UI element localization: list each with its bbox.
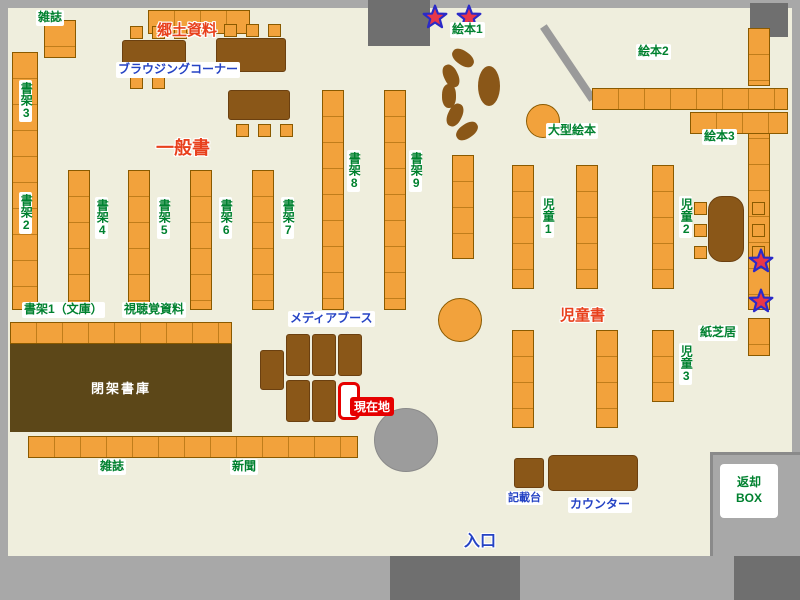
writing-desk bbox=[514, 458, 544, 488]
wall bbox=[368, 0, 430, 46]
media-booth bbox=[286, 380, 310, 422]
storyteller-seat bbox=[478, 66, 500, 106]
label-magazines-top: 雑誌 bbox=[36, 10, 65, 26]
wall bbox=[390, 556, 520, 600]
chair bbox=[752, 224, 765, 237]
chair bbox=[152, 26, 165, 39]
chair bbox=[258, 124, 271, 137]
bookshelf bbox=[512, 165, 534, 289]
reading-table bbox=[708, 196, 744, 262]
bookshelf bbox=[252, 170, 274, 310]
label-audio-visual: 視聴覚資料 bbox=[122, 302, 187, 318]
chair bbox=[224, 24, 237, 37]
chair bbox=[152, 76, 165, 89]
bookshelf bbox=[190, 170, 212, 310]
chair bbox=[694, 224, 707, 237]
current-location-marker: 現在地 bbox=[350, 397, 395, 416]
return-box: 返却 BOX bbox=[720, 464, 778, 518]
label-local-materials: 郷土資料 bbox=[157, 22, 218, 39]
chair bbox=[752, 202, 765, 215]
label-kamishibai: 紙芝居 bbox=[698, 325, 739, 341]
label-shelf-1-bunko: 書架1（文庫） bbox=[22, 302, 105, 318]
label-newspapers: 新聞 bbox=[230, 459, 259, 475]
browsing-table bbox=[228, 90, 290, 120]
closed-stacks-room: 閉架書庫 bbox=[10, 342, 232, 432]
media-booth bbox=[338, 334, 362, 376]
label-shelf-3: 書架3 bbox=[19, 80, 34, 122]
chair bbox=[130, 76, 143, 89]
chair bbox=[280, 124, 293, 137]
label-shelf-8: 書架8 bbox=[347, 150, 362, 192]
media-booth bbox=[312, 380, 336, 422]
media-booth bbox=[312, 334, 336, 376]
label-media-booth: メディアブース bbox=[288, 311, 375, 327]
bookshelf bbox=[748, 28, 770, 86]
bookshelf bbox=[10, 322, 232, 344]
chair bbox=[268, 24, 281, 37]
label-children-books: 児童書 bbox=[560, 307, 606, 324]
bookshelf bbox=[576, 165, 598, 289]
label-shelf-9: 書架9 bbox=[409, 150, 424, 192]
chair bbox=[174, 26, 187, 39]
label-magazines-bottom: 雑誌 bbox=[98, 459, 127, 475]
label-shelf-5: 書架5 bbox=[157, 197, 172, 239]
chair bbox=[130, 26, 143, 39]
label-entrance: 入口 bbox=[464, 533, 497, 550]
label-writing-desk: 記載台 bbox=[506, 491, 543, 506]
bookshelf bbox=[592, 88, 788, 110]
chair bbox=[694, 246, 707, 259]
star-icon bbox=[748, 288, 774, 313]
bookshelf bbox=[322, 90, 344, 310]
label-picture-book-2: 絵本2 bbox=[636, 44, 671, 60]
chair bbox=[246, 24, 259, 37]
closed-stacks-label: 閉架書庫 bbox=[90, 380, 151, 396]
round-table bbox=[438, 298, 482, 342]
label-browsing-corner: ブラウジングコーナー bbox=[116, 62, 241, 78]
label-shelf-2: 書架2 bbox=[19, 192, 34, 234]
bookshelf bbox=[128, 170, 150, 310]
bookshelf bbox=[652, 165, 674, 289]
label-shelf-7: 書架7 bbox=[281, 197, 296, 239]
pillar bbox=[374, 408, 438, 472]
chair bbox=[236, 124, 249, 137]
label-general-books: 一般書 bbox=[156, 138, 210, 158]
return-box-label-line2: BOX bbox=[735, 491, 762, 505]
label-children-3: 児童3 bbox=[679, 343, 694, 385]
counter-desk bbox=[548, 455, 638, 491]
return-box-label-line1: 返却 bbox=[736, 475, 761, 490]
bookshelf bbox=[748, 318, 770, 356]
label-picture-book-1: 絵本1 bbox=[450, 22, 485, 38]
bookshelf bbox=[384, 90, 406, 310]
label-children-1: 児童1 bbox=[541, 196, 556, 238]
bookshelf bbox=[690, 112, 788, 134]
media-booth bbox=[286, 334, 310, 376]
chair bbox=[694, 202, 707, 215]
label-children-2: 児童2 bbox=[679, 196, 694, 238]
label-large-picture-books: 大型絵本 bbox=[546, 123, 599, 139]
label-shelf-4: 書架4 bbox=[95, 197, 110, 239]
label-counter: カウンター bbox=[568, 497, 633, 513]
label-shelf-6: 書架6 bbox=[219, 197, 234, 239]
bookshelf bbox=[452, 155, 474, 259]
bookshelf bbox=[28, 436, 358, 458]
wall bbox=[734, 556, 800, 600]
bookshelf bbox=[652, 330, 674, 402]
label-picture-book-3: 絵本3 bbox=[702, 129, 737, 145]
seat bbox=[442, 84, 456, 108]
star-icon bbox=[748, 248, 774, 273]
bookshelf bbox=[44, 20, 76, 58]
star-icon bbox=[422, 4, 448, 29]
bookshelf bbox=[68, 170, 90, 310]
bookshelf bbox=[596, 330, 618, 428]
media-booth bbox=[260, 350, 284, 390]
bookshelf bbox=[512, 330, 534, 428]
